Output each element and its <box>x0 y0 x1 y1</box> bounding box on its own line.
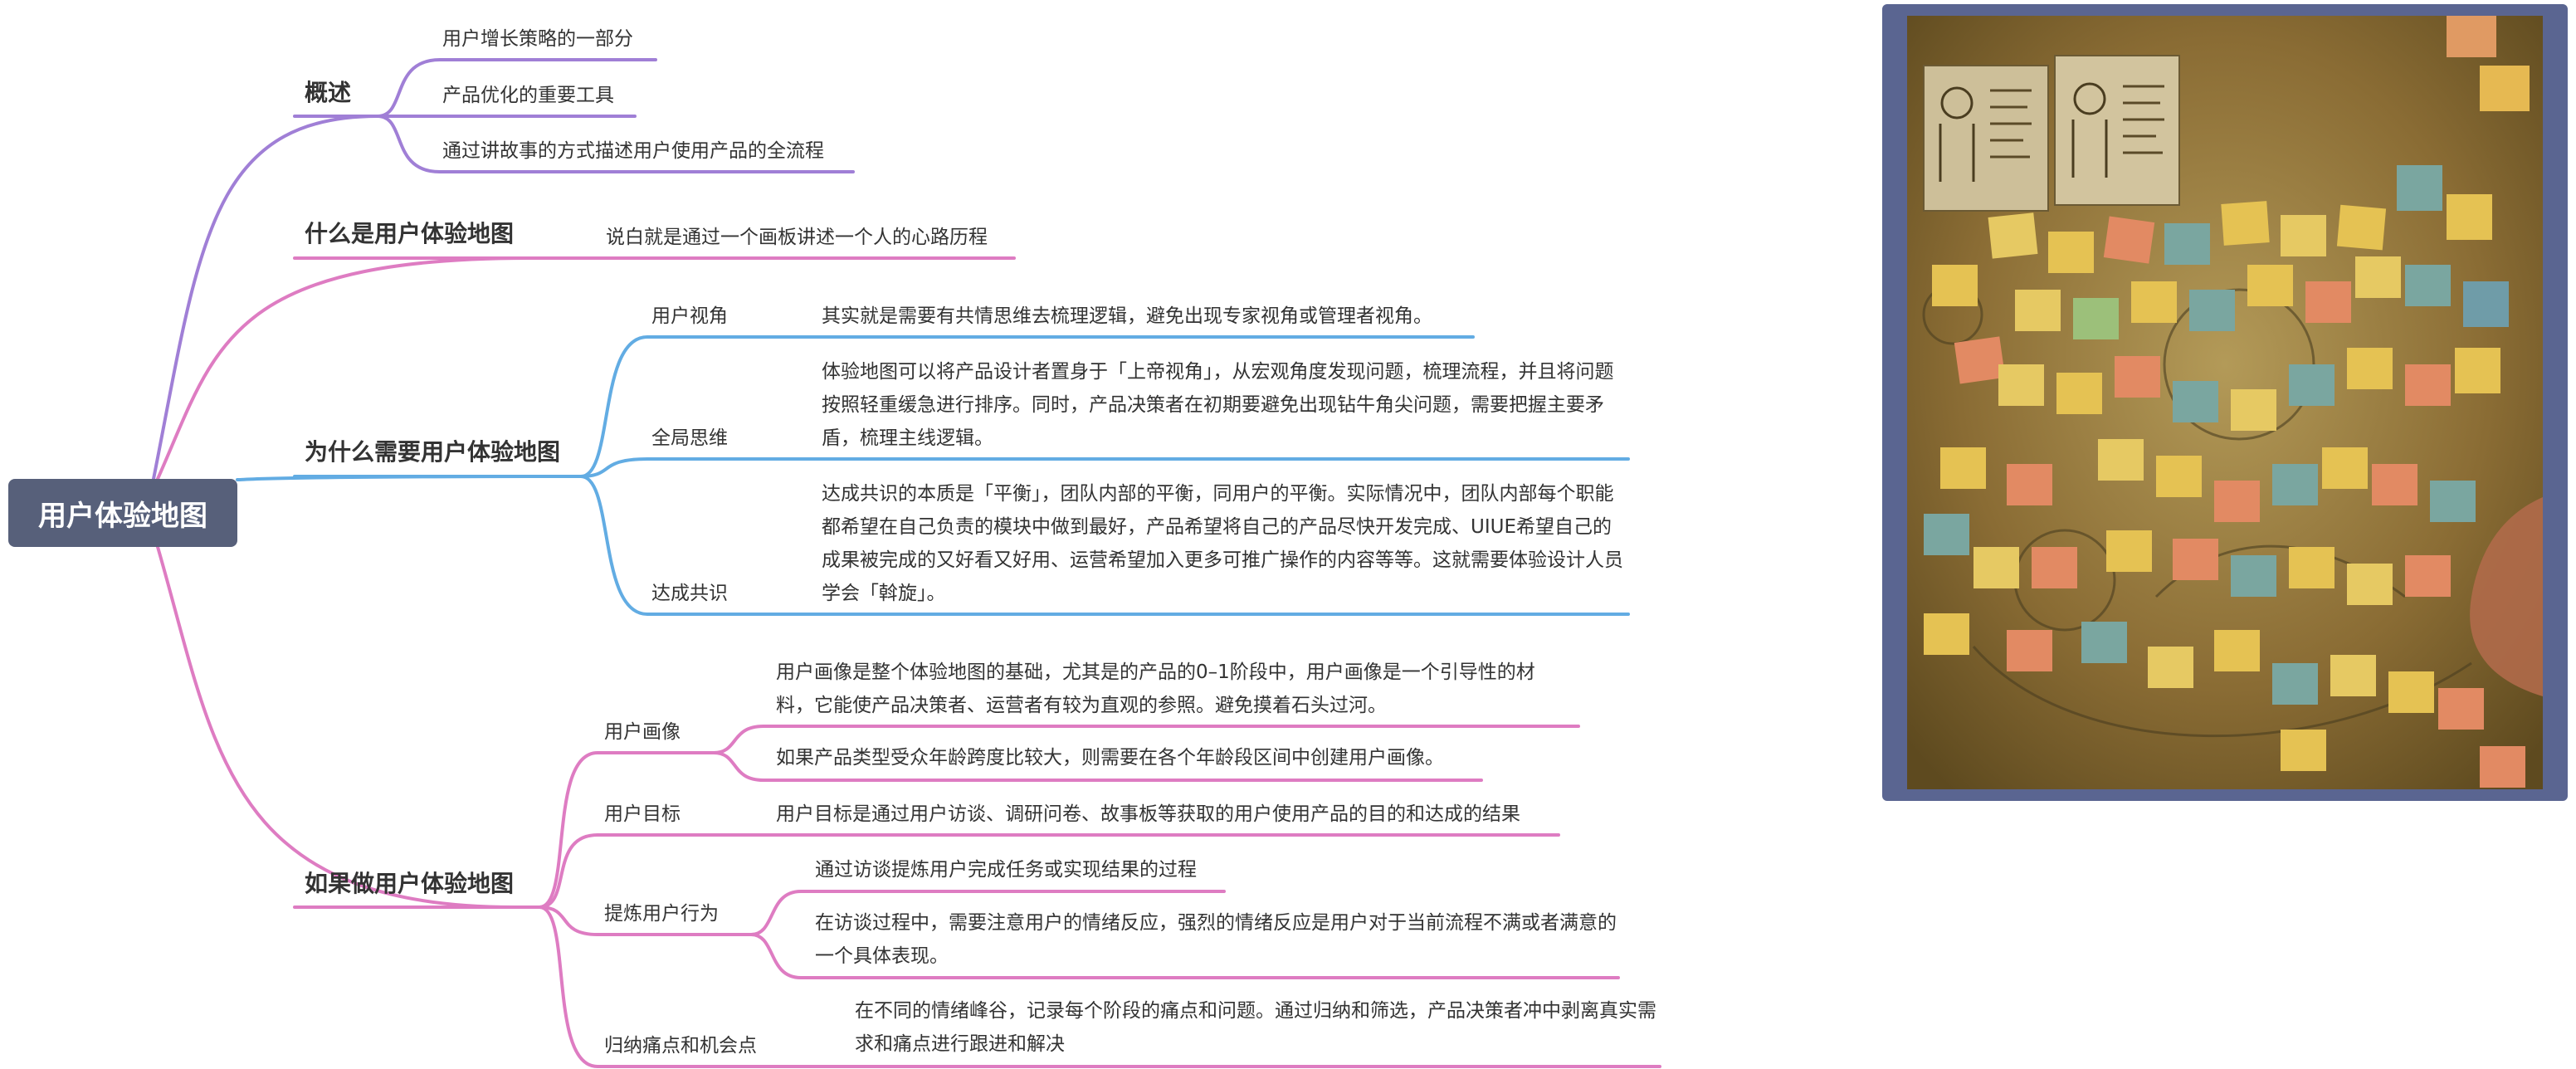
connector-root-overview <box>152 115 379 481</box>
root-node[interactable]: 用户体验地图 <box>8 479 237 547</box>
leaf-overview-1[interactable]: 用户增长策略的一部分 <box>442 28 633 50</box>
text-persona-2[interactable]: 如果产品类型受众年龄跨度比较大，则需要在各个年龄段区间中创建用户画像。 <box>776 747 1444 769</box>
persona-sketch-sheets <box>1923 16 2530 212</box>
branch-how[interactable]: 如果做用户体验地图 <box>305 870 515 897</box>
wall-photo-image <box>1907 16 2543 789</box>
connector-why-2 <box>579 457 1630 478</box>
sticky-notes <box>1924 165 2525 788</box>
text-user-goal[interactable]: 用户目标是通过用户访谈、调研问卷、故事板等获取的用户使用产品的目的和达成的结果 <box>776 803 1520 825</box>
connector-root-how <box>156 545 516 909</box>
text-pain-points[interactable]: 在不同的情绪峰谷，记录每个阶段的痛点和问题。通过归纳和筛选，产品决策者冲中剥离真… <box>855 1000 1656 1055</box>
text-behavior-2[interactable]: 在访谈过程中，需要注意用户的情绪反应，强烈的情绪反应是用户对于当前流程不满或者满… <box>815 912 1617 967</box>
leaf-overview-3[interactable]: 通过讲故事的方式描述用户使用产品的全流程 <box>442 140 824 162</box>
hand-shape <box>2470 497 2543 696</box>
connector-persona-1 <box>712 725 1580 754</box>
branch-overview[interactable]: 概述 <box>305 79 352 106</box>
connector-overview-3 <box>376 115 855 173</box>
node-user-view[interactable]: 用户视角 <box>651 305 728 327</box>
connector-behavior-2 <box>749 933 1620 979</box>
sticky-note-wall-photo[interactable] <box>1882 4 2568 801</box>
branch-what[interactable]: 什么是用户体验地图 <box>305 220 515 247</box>
connector-how-4 <box>538 905 778 1068</box>
node-user-goal[interactable]: 用户目标 <box>604 803 681 825</box>
connector-how-1 <box>538 751 715 909</box>
connector-why-3 <box>579 475 1630 616</box>
text-persona-1[interactable]: 用户画像是整个体验地图的基础，尤其是的产品的0–1阶段中，用户画像是一个引导性的… <box>776 661 1535 716</box>
node-pain-points[interactable]: 归纳痛点和机会点 <box>604 1035 757 1057</box>
node-global-thinking[interactable]: 全局思维 <box>651 427 728 449</box>
node-persona[interactable]: 用户画像 <box>604 721 681 743</box>
connector-overview-1 <box>376 58 657 118</box>
text-consensus[interactable]: 达成共识的本质是「平衡」，团队内部的平衡，同用户的平衡。实际情况中，团队内部每个… <box>822 483 1623 604</box>
leaf-overview-2[interactable]: 产品优化的重要工具 <box>442 85 614 106</box>
node-user-behavior[interactable]: 提炼用户行为 <box>604 903 719 925</box>
connector-how-2 <box>538 833 715 909</box>
leaf-what-1[interactable]: 说白就是通过一个画板讲述一个人的心路历程 <box>606 227 988 248</box>
root-label: 用户体验地图 <box>38 499 207 533</box>
text-behavior-1[interactable]: 通过访谈提炼用户完成任务或实现结果的过程 <box>815 859 1197 881</box>
connector-root-what <box>156 256 533 481</box>
text-user-view[interactable]: 其实就是需要有共情思维去梳理逻辑，避免出现专家视角或管理者视角。 <box>822 305 1432 327</box>
connector-persona-2 <box>712 751 1483 782</box>
text-global-thinking[interactable]: 体验地图可以将产品设计者置身于「上帝视角」，从宏观角度发现问题，梳理流程，并且将… <box>822 361 1614 449</box>
node-consensus[interactable]: 达成共识 <box>651 583 728 604</box>
branch-why[interactable]: 为什么需要用户体验地图 <box>305 438 561 466</box>
connector-how-3 <box>538 905 753 936</box>
connector-why-1 <box>579 335 1475 478</box>
connector-behavior-1 <box>749 890 1226 936</box>
